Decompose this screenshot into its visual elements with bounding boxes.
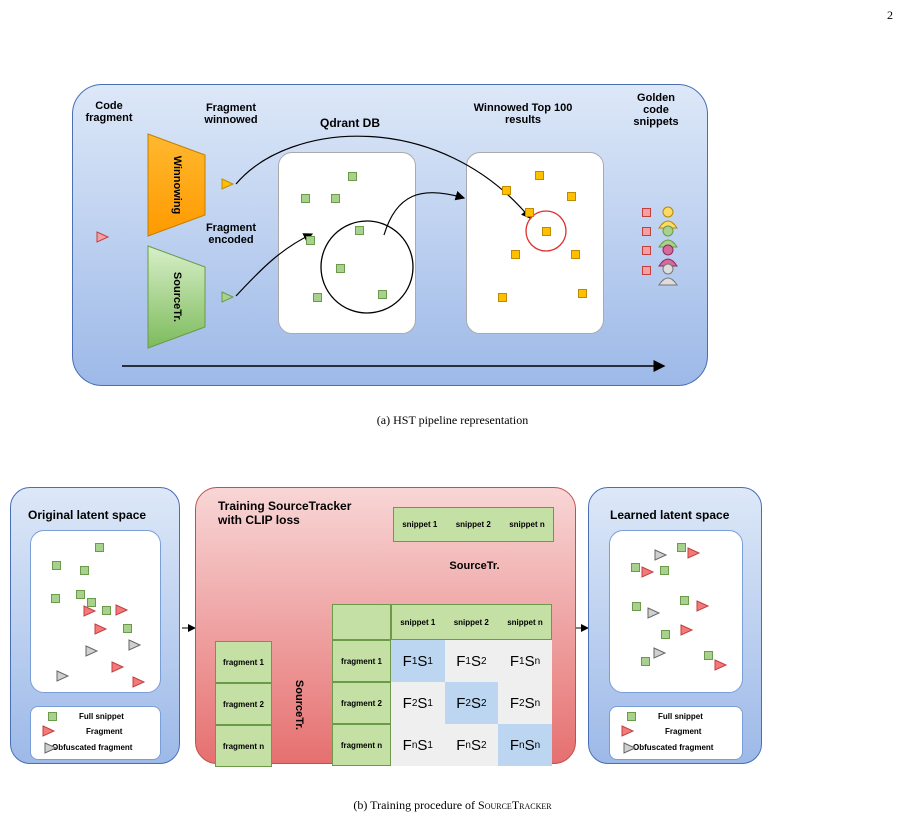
legend-obfuscated-2: Obfuscated fragment — [633, 743, 714, 752]
winnowed-curve — [235, 135, 531, 219]
page-number: 2 — [887, 8, 893, 22]
training-title: Training SourceTracker with CLIP loss — [218, 499, 352, 527]
winnowed-top-label: Winnowed Top 100 results — [473, 102, 573, 126]
qdrant-db-label: Qdrant DB — [320, 116, 380, 130]
matrix-header — [391, 604, 552, 640]
caption-a: (a) HST pipeline representation — [376, 413, 529, 427]
match-circle — [525, 210, 567, 252]
qdrant-db-box — [278, 152, 416, 334]
winnowing-trapezoid — [147, 133, 206, 237]
legend-fragment-2: Fragment — [665, 727, 702, 736]
golden-snippets-label: Golden code snippets — [633, 92, 679, 128]
legend-obfuscated: Obfuscated fragment — [52, 743, 133, 752]
matrix-row-fragment-1: fragment 1 — [332, 640, 391, 682]
sourcetr-label: SourceTr. — [171, 271, 183, 323]
winnowed-fragment-triangle — [221, 178, 235, 190]
sourcetr-left-label: SourceTr. — [293, 679, 305, 731]
nearest-neighbors-circle — [320, 220, 414, 314]
original-latent-box — [30, 530, 161, 693]
snippet-header-top — [393, 507, 554, 542]
encoded-fragment-triangle — [221, 291, 235, 303]
legend-full-snippet-2: Full snippet — [658, 712, 703, 721]
legend-square-icon-2 — [627, 712, 636, 721]
person-icon — [658, 206, 678, 286]
fragment-winnowed-label: Fragment winnowed — [204, 102, 258, 126]
learned-latent-box — [609, 530, 743, 693]
fragment-2: fragment 2 — [215, 683, 272, 725]
original-latent-title: Original latent space — [28, 508, 147, 522]
legend-fragment: Fragment — [86, 727, 123, 736]
caption-b: (b) Training procedure of SourceTracker — [353, 798, 552, 812]
matrix-row-fragment-2: fragment 2 — [332, 682, 391, 724]
fragment-encoded-label: Fragment encoded — [205, 222, 257, 246]
legend-full-snippet: Full snippet — [79, 712, 124, 721]
code-fragment-triangle — [96, 231, 110, 243]
winnowed-results-box — [466, 152, 604, 334]
legend-square-icon — [48, 712, 57, 721]
search-curve — [383, 191, 466, 236]
learned-latent-title: Learned latent space — [610, 508, 730, 522]
sourcetr-top-label: SourceTr. — [449, 560, 500, 572]
winnowing-label: Winnowing — [171, 155, 183, 215]
matrix-corner — [332, 604, 391, 640]
matrix-row-fragment-n: fragment n — [332, 724, 391, 766]
encoded-curve — [235, 233, 314, 297]
fragment-1: fragment 1 — [215, 641, 272, 683]
fragment-n: fragment n — [215, 725, 272, 767]
sourcetr-trapezoid — [147, 245, 206, 349]
code-fragment-label: Code fragment — [85, 100, 133, 124]
